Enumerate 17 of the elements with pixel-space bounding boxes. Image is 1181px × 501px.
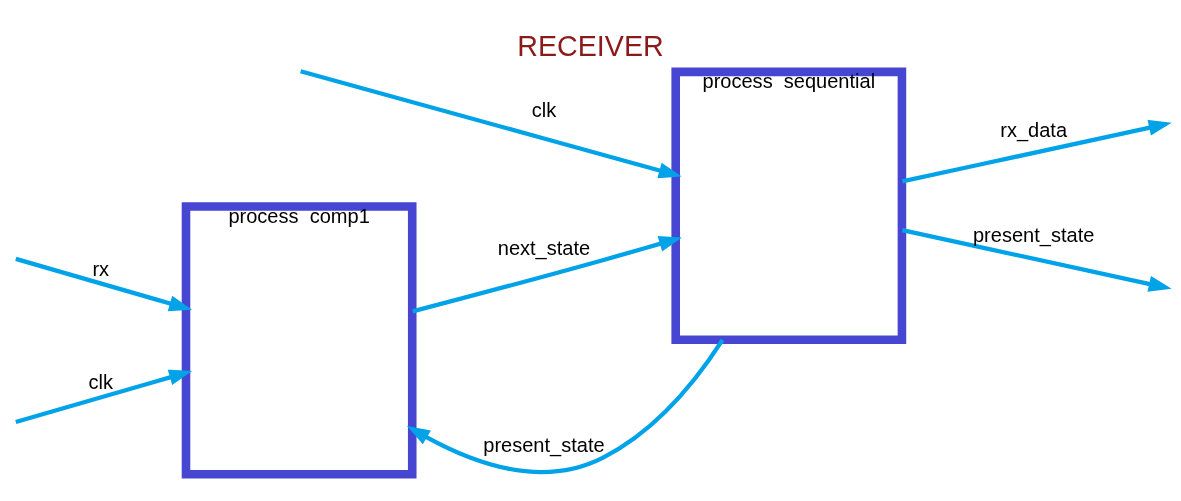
edge-label: rx_data bbox=[1000, 118, 1068, 141]
arrow bbox=[901, 119, 1172, 184]
edge-label: next_state bbox=[497, 236, 591, 259]
arrow bbox=[300, 68, 682, 178]
node-box: process comp1 bbox=[181, 201, 417, 479]
diagram-title: RECEIVER bbox=[517, 29, 664, 62]
edge-label: present_state bbox=[972, 223, 1095, 246]
arrow bbox=[15, 369, 193, 424]
arrow bbox=[901, 227, 1172, 292]
edge-label: rx bbox=[92, 257, 110, 280]
arrow bbox=[412, 235, 682, 313]
edge-label: present_state bbox=[483, 433, 605, 456]
edge-label: clk bbox=[531, 98, 557, 121]
arrow bbox=[15, 256, 193, 311]
edge-label: clk bbox=[88, 370, 114, 393]
node-box: process sequential bbox=[671, 67, 907, 344]
arrow bbox=[406, 338, 725, 474]
